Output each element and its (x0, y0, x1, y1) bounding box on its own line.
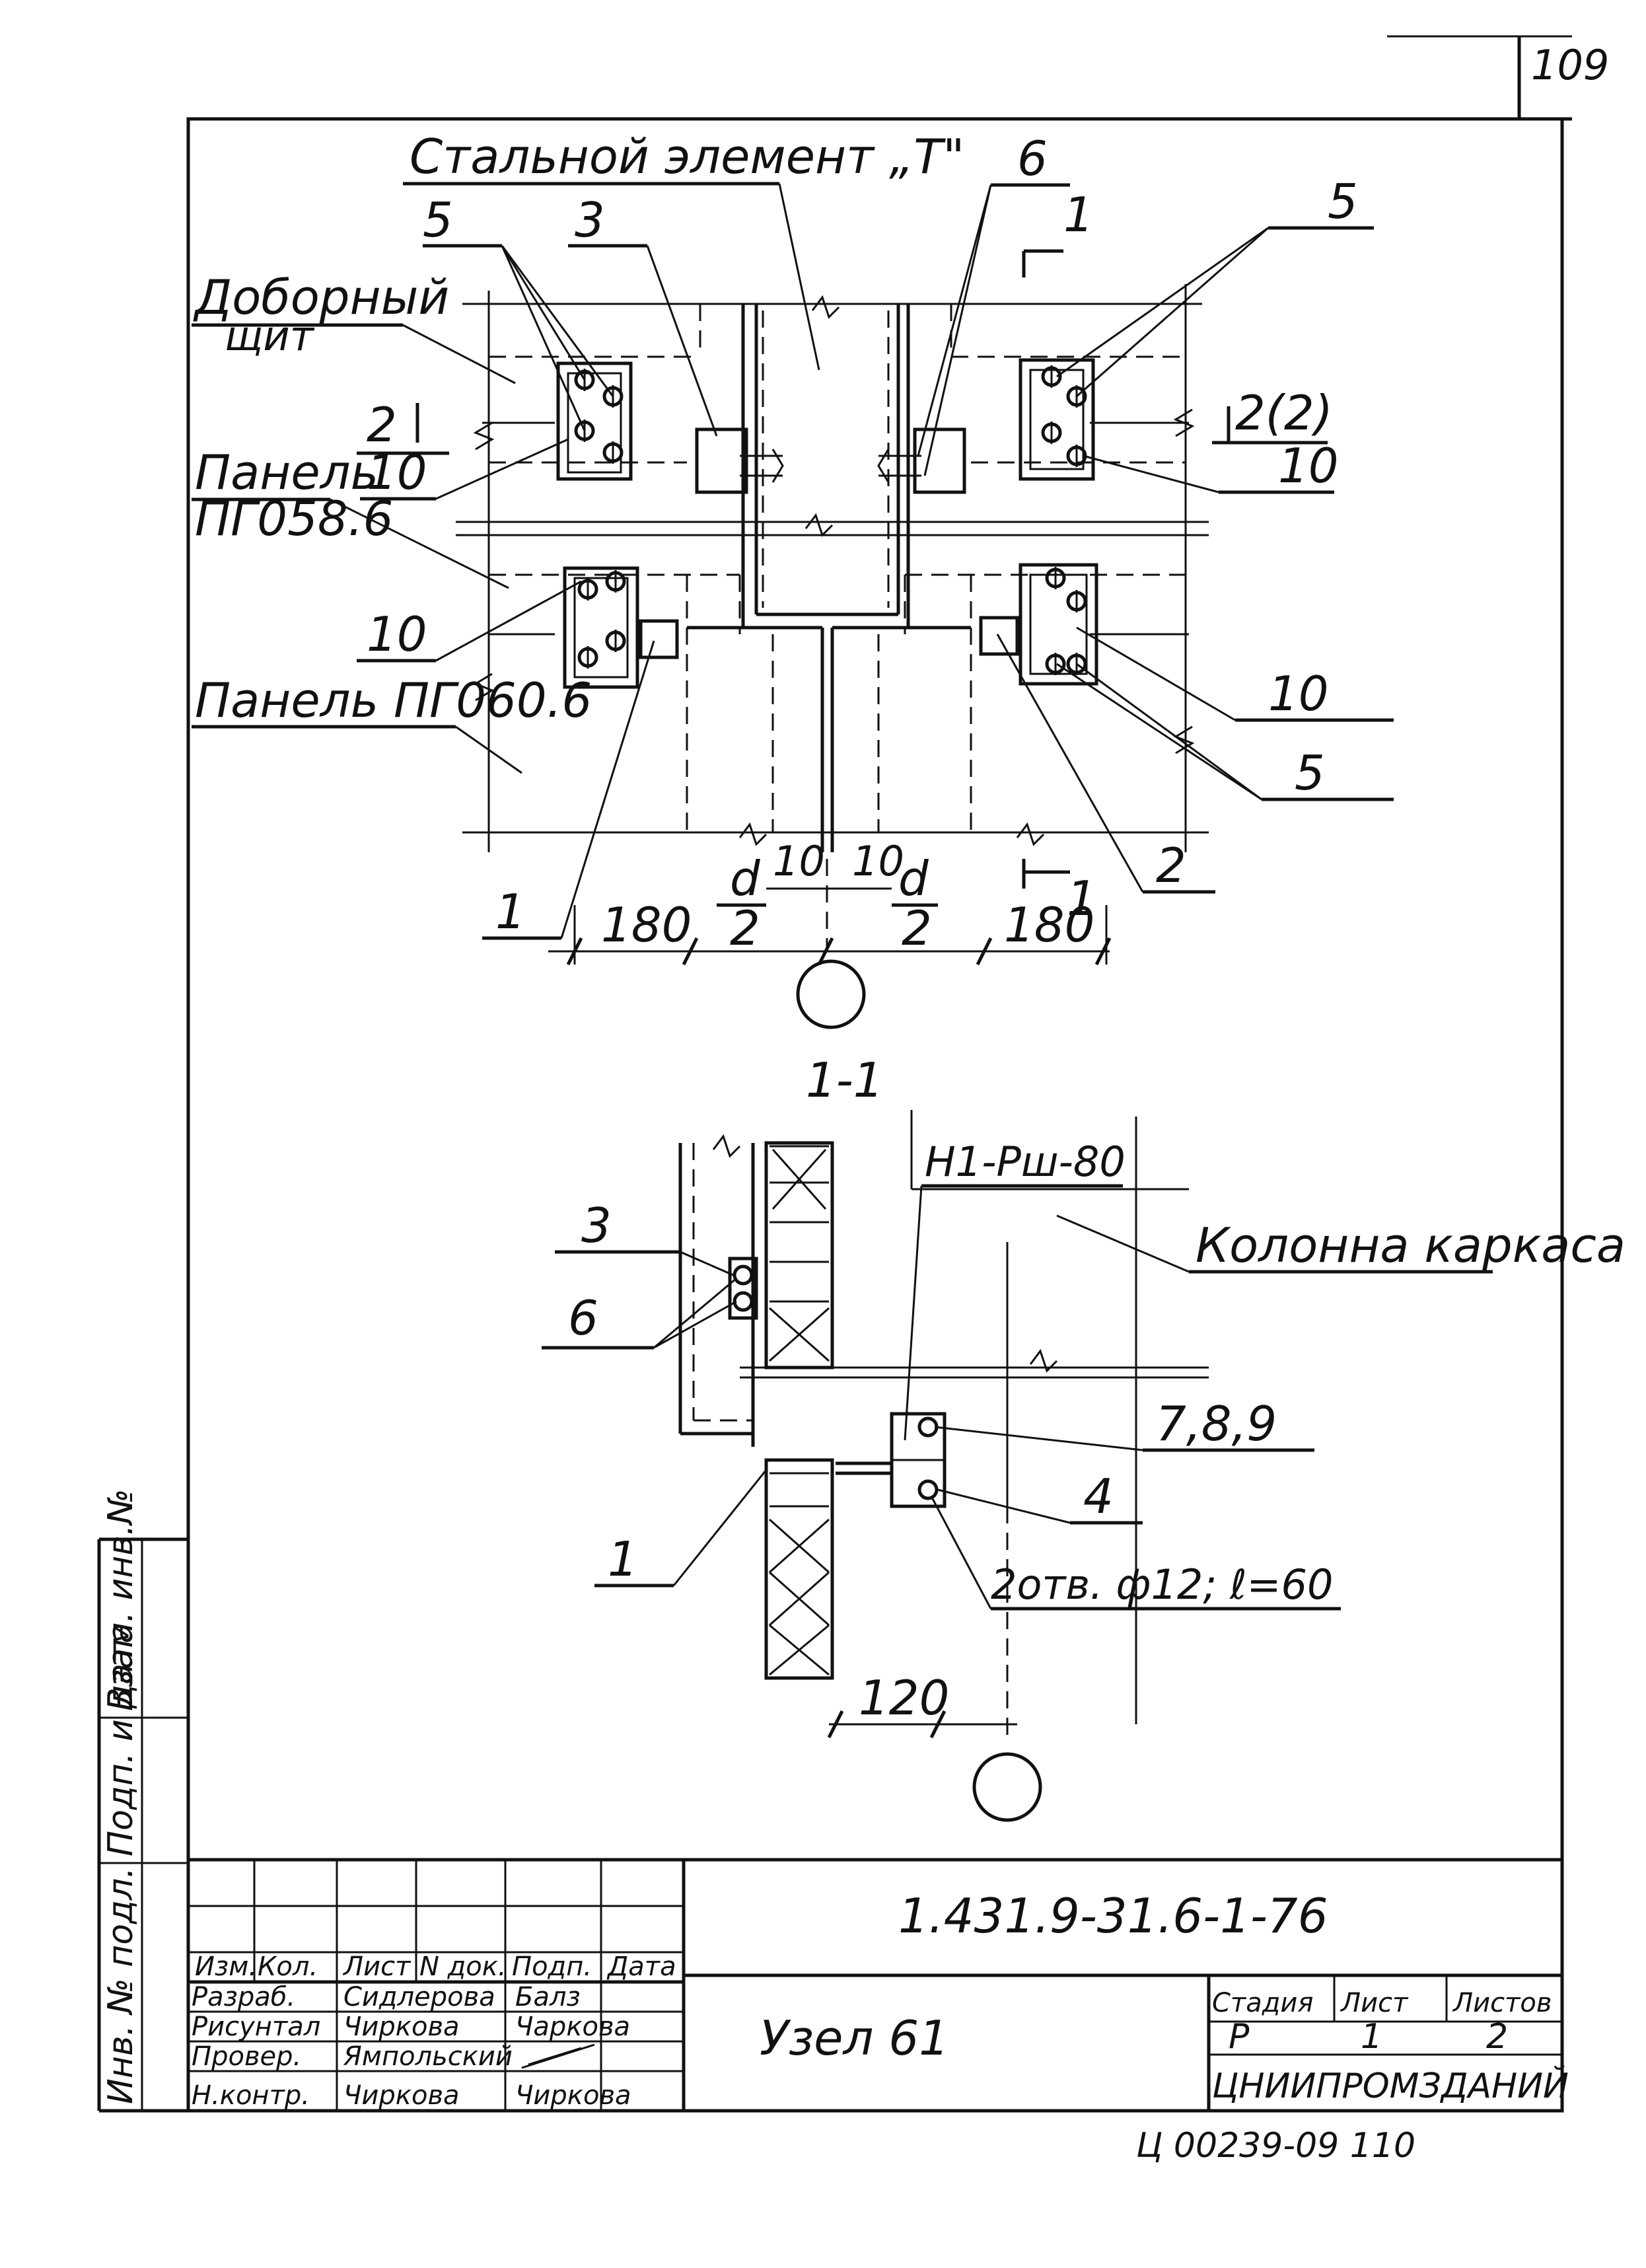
dim-180-left: 180 (601, 897, 692, 953)
side-stamp: Инв. № подл. Подп. и дата Взам. инв.№ (97, 1488, 188, 2113)
callout-5-tl: 5 (423, 192, 453, 248)
callout-10-c: 10 (367, 606, 427, 662)
stamp-sign: Подп. и дата (101, 1623, 141, 1856)
role-3: Провер. (192, 2041, 301, 2072)
th-izm: Изм. (195, 1952, 257, 1982)
sig-4: Чиркова (515, 2080, 631, 2111)
label-dobor-1: Доборный (193, 270, 449, 325)
axis-marker-plan (796, 959, 866, 1029)
sig-3 (521, 2043, 595, 2069)
label-bolts: 7,8,9 (1156, 1396, 1277, 1451)
sheet-frame (186, 117, 1564, 2113)
dim-2-right: 2 (902, 900, 932, 956)
section-1-1: 1-1 (542, 1052, 1626, 1822)
label-panel-pg58-1: Панель (195, 445, 378, 500)
section-2-2-right: 2(2) (1235, 385, 1333, 441)
label-panel-pg60: Панель ПГ060.6 (195, 673, 592, 728)
sig-1: Балз (515, 1982, 581, 2012)
callout-5-tr: 5 (1328, 174, 1358, 229)
label-steel-element: Стальной элемент „Т" (410, 129, 964, 184)
th-stage: Стадия (1212, 1988, 1313, 2018)
org-name: ЦНИИПРОМЗДАНИЙ (1212, 2066, 1569, 2106)
callout-2-plan: 2 (1156, 838, 1186, 893)
dim-d-left: d (730, 851, 761, 906)
th-list: Лист (342, 1952, 412, 1982)
callout-10-a: 10 (367, 445, 427, 500)
role-1: Разраб. (192, 1982, 295, 2012)
plate-bottom-right (979, 563, 1098, 686)
dim-120: 120 (859, 1670, 949, 1726)
sheet-number-box: 109 (1387, 35, 1609, 121)
callout-10-b: 10 (1278, 438, 1339, 494)
dim-d-right: d (898, 851, 929, 906)
footer-number: Ц 00239-09 110 (1136, 2126, 1415, 2166)
section-title: 1-1 (806, 1052, 884, 1108)
th-sheet: Лист (1340, 1988, 1409, 2018)
angle-left (695, 427, 748, 494)
callout-6-sec: 6 (568, 1290, 598, 1346)
callout-1-plan: 1 (495, 884, 526, 939)
plate-top-left (556, 361, 633, 481)
stamp-vzam: Взам. инв.№ (101, 1488, 141, 1711)
cut-1-bottom: 1 (1067, 871, 1097, 926)
cut-1-top: 1 (1063, 187, 1094, 242)
callout-6-top: 6 (1017, 131, 1048, 186)
angle-right (913, 427, 966, 494)
dim-180-right: 180 (1004, 897, 1094, 953)
title-block: Изм. Кол. Лист N док. Подп. Дата Разраб.… (188, 1858, 1569, 2111)
name-3: Ямпольский (343, 2041, 513, 2072)
callout-5-br: 5 (1295, 745, 1325, 801)
th-sheets: Листов (1452, 1988, 1552, 2018)
plate-bottom-left (563, 566, 679, 689)
plate-top-right (1019, 358, 1095, 481)
label-holes: 2отв. ф12; ℓ=60 (991, 1560, 1333, 1609)
th-data: Дата (606, 1952, 676, 1982)
th-podp: Подп. (512, 1952, 592, 1982)
name-4: Чиркова (343, 2080, 460, 2111)
plan-view: Стальной элемент „Т" Доборный щит Панель… (192, 129, 1394, 1029)
callout-3-sec: 3 (581, 1198, 612, 1253)
doc-code: 1.431.9-31.6-1-76 (898, 1888, 1328, 1944)
val-sheets: 2 (1486, 2017, 1508, 2057)
axis-marker-section (972, 1752, 1042, 1822)
role-2: Рисунтал (192, 2012, 320, 2042)
callout-10-d: 10 (1268, 666, 1329, 721)
name-2: Чиркова (343, 2012, 460, 2042)
callout-4: 4 (1083, 1469, 1114, 1524)
val-stage: Р (1229, 2017, 1250, 2057)
sheet-number: 109 (1531, 41, 1609, 89)
label-h1: Н1-Рш-80 (925, 1138, 1126, 1186)
callout-3: 3 (575, 192, 605, 248)
val-sheet: 1 (1361, 2017, 1382, 2057)
th-ndok: N док. (419, 1952, 507, 1982)
callout-1-sec: 1 (608, 1531, 638, 1587)
section-2-left: 2 (367, 397, 397, 453)
label-dobor-2: щит (225, 312, 315, 360)
sig-2: Чаркова (515, 2012, 630, 2042)
label-column: Колонна каркаса (1196, 1218, 1626, 1273)
dim-2-left: 2 (730, 900, 760, 956)
role-4: Н.контр. (192, 2080, 310, 2111)
stamp-inv: Инв. № подл. (101, 1867, 141, 2104)
steel-element-t (687, 304, 971, 951)
node-title: Узел 61 (760, 2010, 949, 2066)
th-kol: Кол. (258, 1952, 318, 1982)
name-1: Сидлерова (343, 1982, 495, 2012)
dim-10-left: 10 (773, 837, 825, 885)
dim-10-right: 10 (852, 837, 904, 885)
